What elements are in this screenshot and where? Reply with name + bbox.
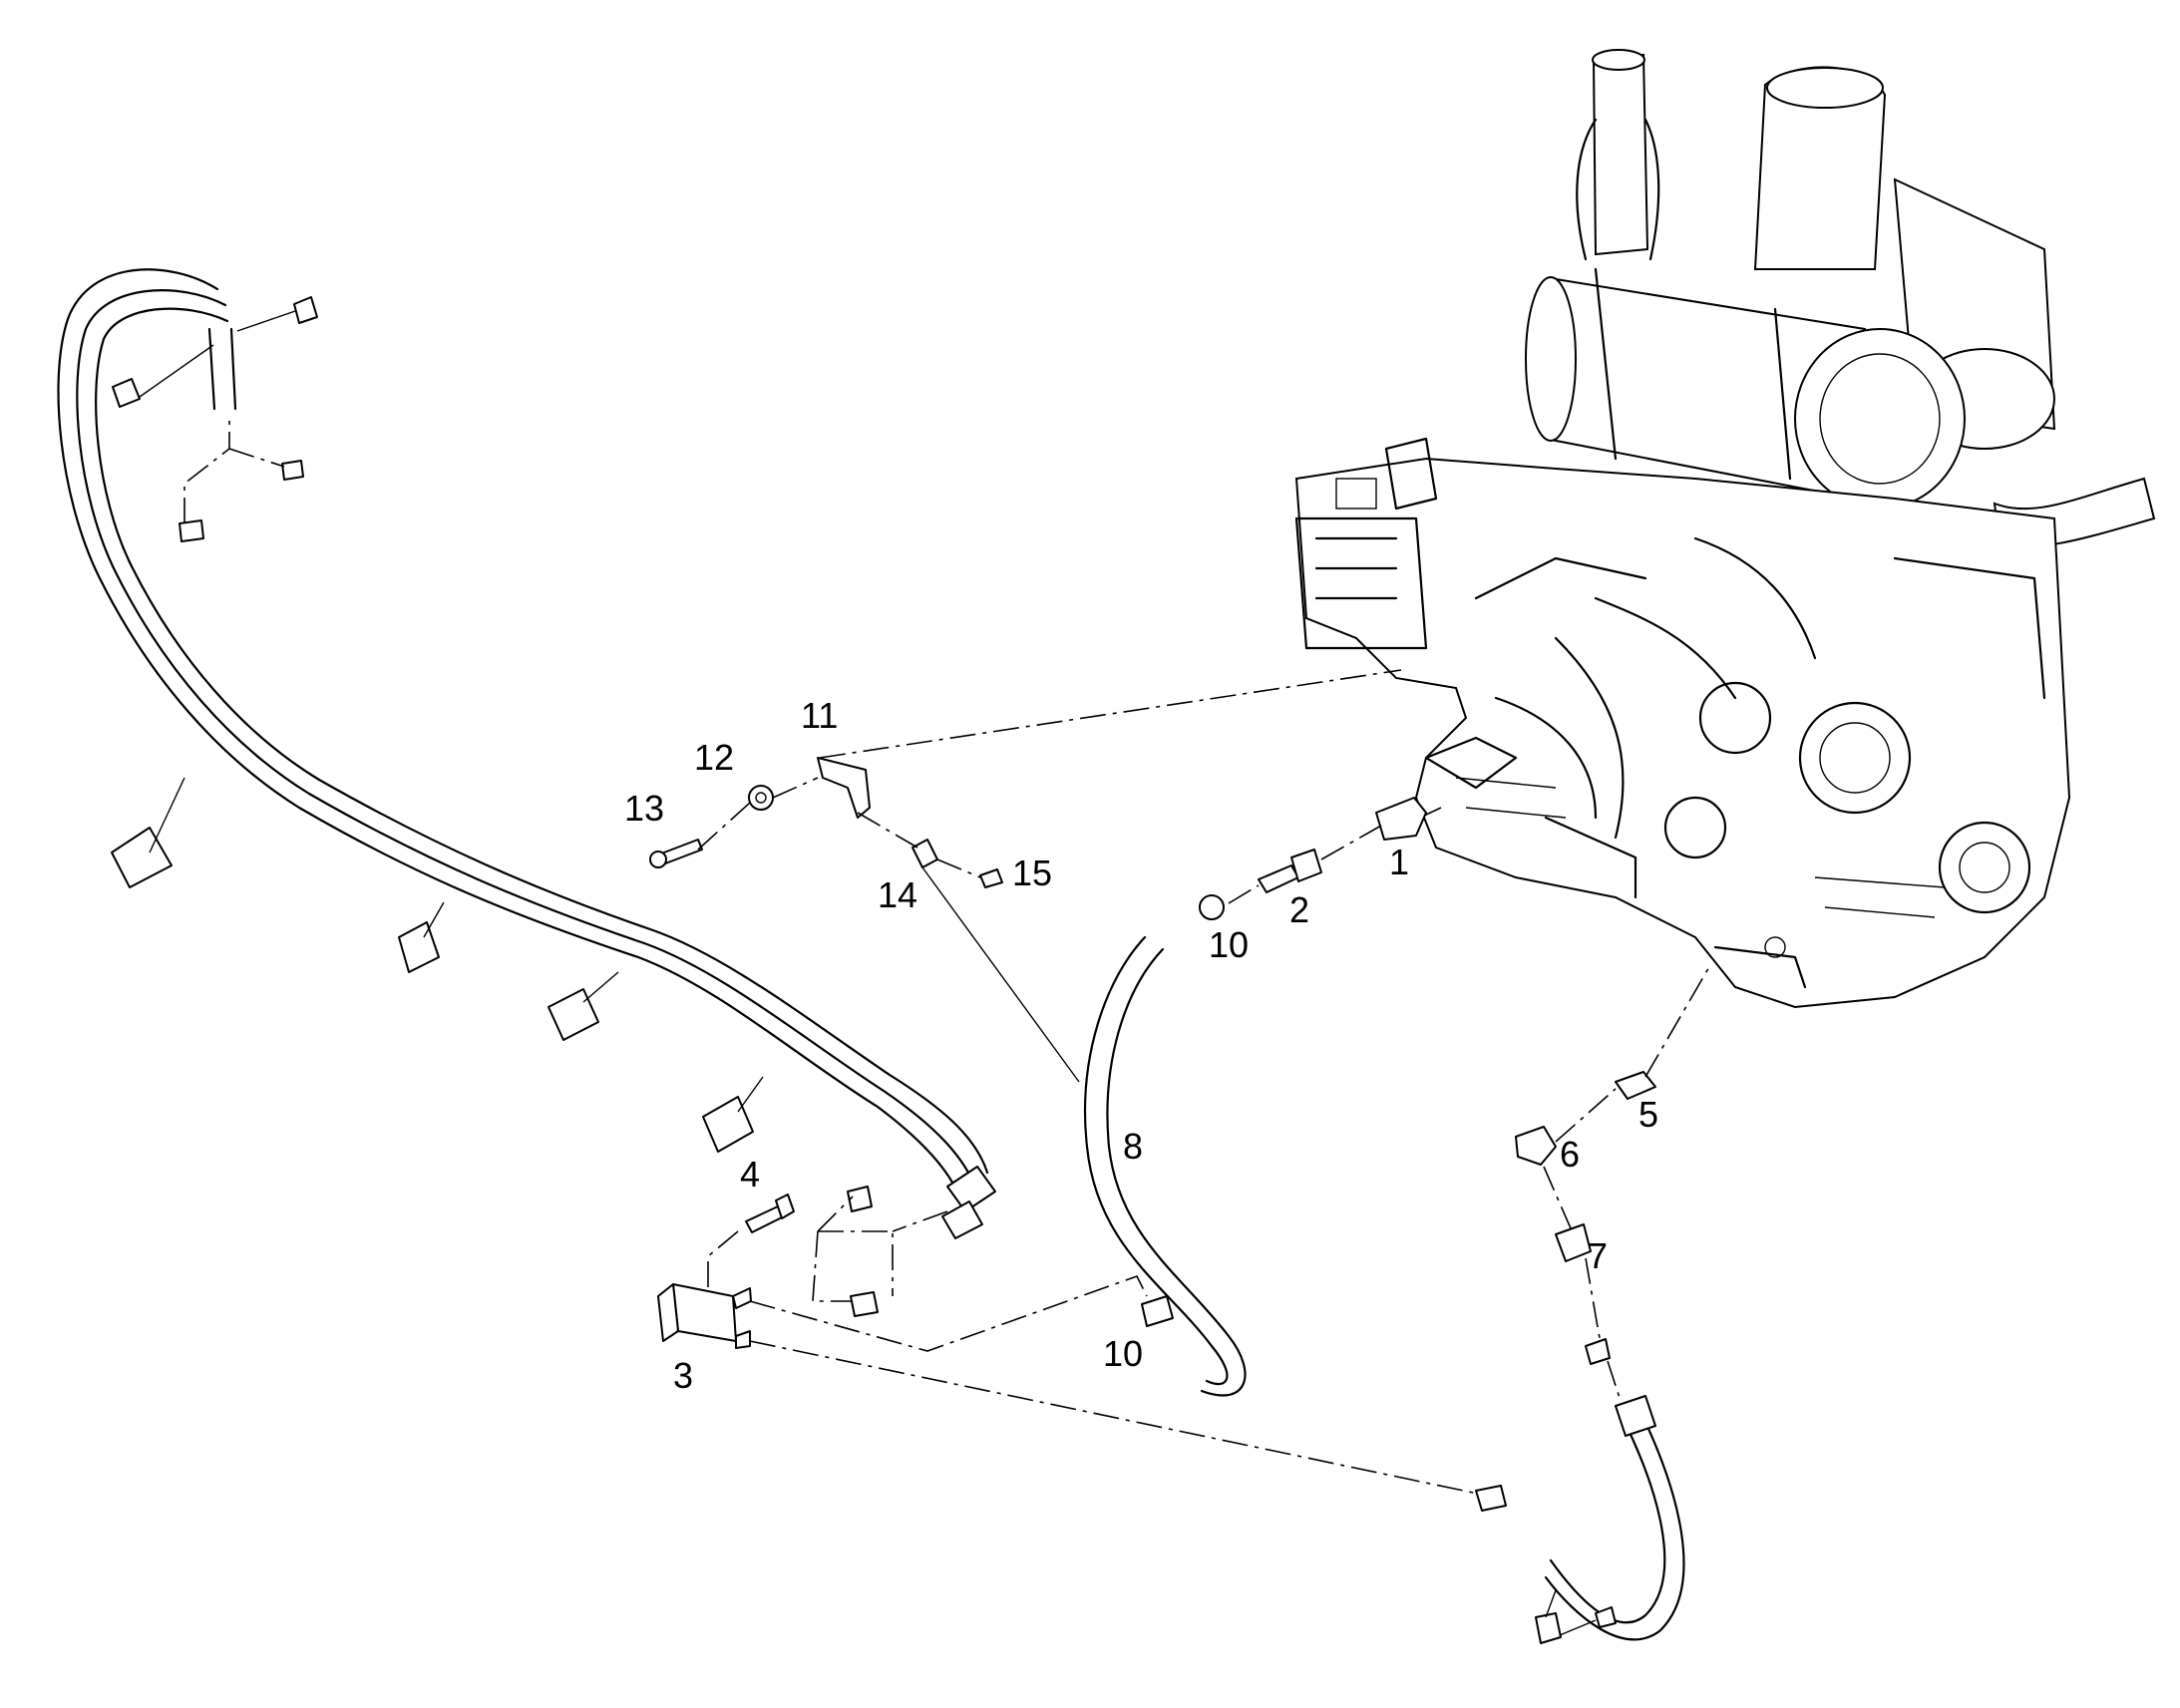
hose-8 [1083, 935, 1247, 1397]
part-10-lower-icon [1141, 1295, 1174, 1327]
grommet-2-icon [398, 921, 440, 973]
callout-14: 14 [878, 874, 917, 915]
leader-lines [697, 669, 1711, 1495]
callout-labels: 1 2 3 4 5 6 7 8 10 10 11 12 13 14 15 [624, 695, 1658, 1396]
part-6-elbow-icon [1515, 1126, 1557, 1166]
callout-3: 3 [673, 1355, 693, 1396]
part-3-valve-block-icon [672, 1283, 737, 1342]
grommet-3-icon [547, 988, 599, 1041]
callout-1: 1 [1389, 842, 1409, 882]
callout-8: 8 [1123, 1126, 1143, 1167]
grommet-1-icon [111, 827, 173, 888]
callout-10-upper: 10 [1209, 924, 1249, 965]
callout-2: 2 [1289, 889, 1309, 930]
part-14-grommet-icon [911, 839, 938, 868]
clamp-top-right-icon [293, 296, 318, 324]
callout-4: 4 [740, 1154, 760, 1195]
part-5-plug-icon [1615, 1071, 1656, 1100]
part-15-bolt-icon [979, 868, 1003, 888]
engine-assembly [1294, 49, 2156, 1009]
callout-12: 12 [694, 737, 734, 778]
callout-6: 6 [1560, 1134, 1580, 1175]
part-2-adapter-icon [1258, 864, 1299, 893]
part-1-elbow-icon [1375, 797, 1427, 841]
hose-assembly [57, 268, 996, 1239]
callout-15: 15 [1012, 853, 1052, 893]
callout-13: 13 [624, 788, 664, 829]
part-12-washer-icon [748, 785, 774, 811]
clamp-top-left-icon [112, 378, 141, 408]
part-11-bracket-icon [817, 757, 871, 819]
callout-7: 7 [1588, 1235, 1608, 1276]
callout-5: 5 [1638, 1094, 1658, 1135]
part-7-fitting-icon [1555, 1223, 1592, 1262]
hose-lower-right [1475, 1338, 1685, 1644]
fittings [649, 757, 1656, 1349]
part-10-upper-icon [1199, 894, 1225, 920]
callout-11: 11 [801, 695, 838, 736]
grommet-4-icon [702, 1096, 754, 1153]
callout-10-lower: 10 [1103, 1333, 1143, 1374]
